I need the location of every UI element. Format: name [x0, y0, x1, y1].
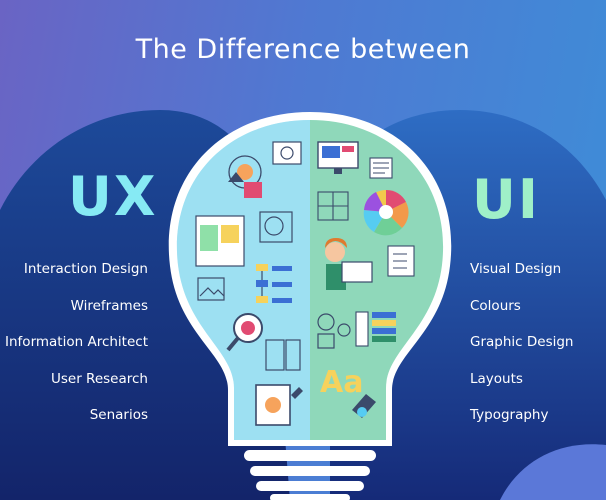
document-pen-icon: [255, 384, 303, 426]
book-stack-icon: [355, 311, 396, 347]
image-card-icon: [272, 141, 302, 165]
color-wheel-icon: [363, 189, 409, 236]
ui-skill-item: Colours: [470, 297, 521, 314]
bottom-right-wave: [500, 444, 606, 500]
ui-skill-item: Typography: [470, 407, 549, 424]
ui-skill-item: Visual Design: [470, 261, 562, 277]
bulb-base: [244, 450, 376, 500]
checklist-icon: [387, 245, 415, 277]
ui-skill-list: Visual Design Colours Graphic Design Lay…: [470, 258, 606, 441]
text-block-icon: [369, 157, 393, 179]
page-title: The Difference between: [135, 34, 471, 65]
wireframe-layout-icon: [195, 215, 245, 267]
ui-skill-item: Layouts: [470, 370, 523, 387]
ux-skill-list: Interaction Design Wireframes Informatio…: [0, 258, 148, 441]
typography-pen-icon: Aa: [320, 365, 376, 418]
ux-skill-item: Information Architect: [5, 334, 148, 351]
target-frame-icon: [259, 211, 293, 243]
ux-skill-item: Senarios: [89, 407, 148, 424]
mobile-wireframe-icon: [265, 339, 301, 371]
svg-text:Aa: Aa: [320, 365, 363, 400]
ux-heading: UX: [68, 165, 158, 228]
ux-skill-item: Wireframes: [70, 297, 148, 314]
target-cursor-icon: [228, 155, 262, 198]
ui-heading: UI: [472, 168, 540, 231]
image-placeholder-icon: [197, 277, 225, 301]
layout-grid-icon: [317, 191, 349, 221]
flowchart-icon: [256, 264, 292, 303]
shapes-icon: [317, 313, 351, 349]
ux-skill-item: User Research: [51, 370, 148, 387]
designer-person-icon: [325, 238, 373, 290]
magnifier-chart-icon: [226, 313, 263, 352]
ux-skill-item: Interaction Design: [23, 261, 148, 277]
ui-skill-item: Graphic Design: [470, 334, 574, 351]
monitor-design-icon: [317, 141, 359, 174]
